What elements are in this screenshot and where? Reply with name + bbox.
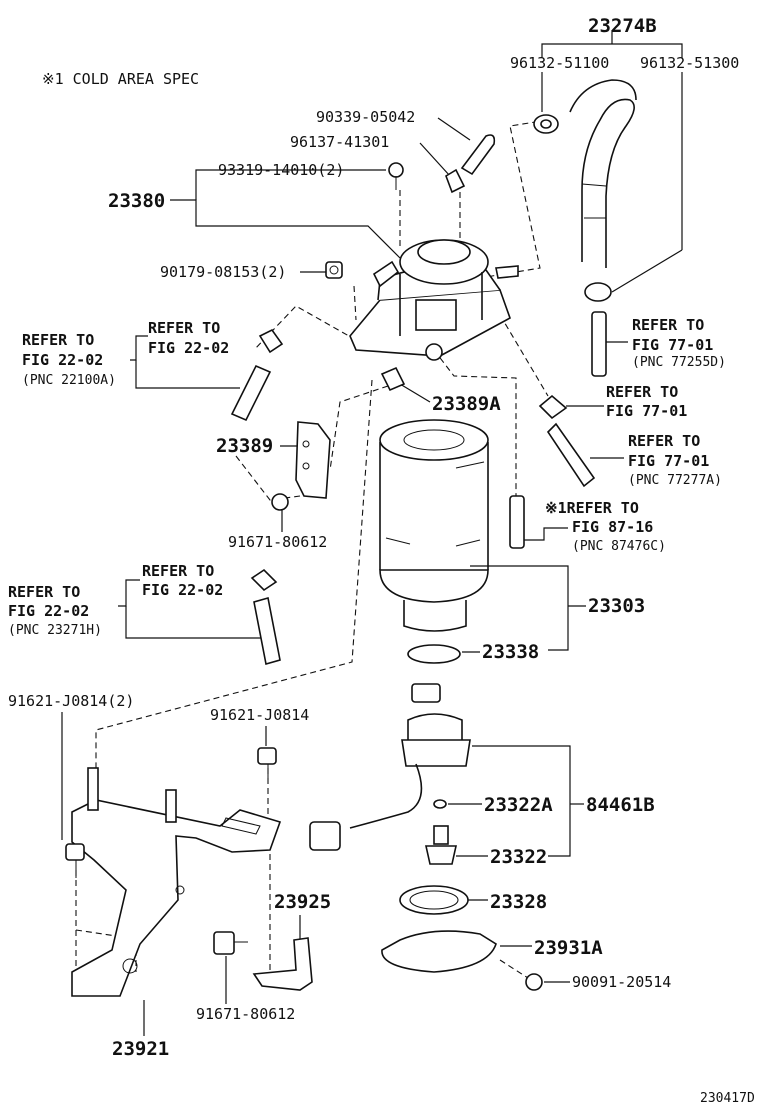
gasket-23328[interactable] bbox=[399, 885, 469, 915]
label-96132-51300[interactable]: 96132-51300 bbox=[640, 54, 739, 72]
label-23925[interactable]: 23925 bbox=[274, 891, 331, 913]
bolt-91671-80612-upper[interactable] bbox=[271, 493, 289, 511]
screw-93319-14010[interactable] bbox=[388, 162, 404, 190]
ref3-line3: (PNC 77255D) bbox=[632, 355, 726, 370]
nut-90179-08153[interactable] bbox=[325, 261, 343, 279]
screw-90091-20514[interactable] bbox=[525, 973, 543, 991]
label-90339-05042[interactable]: 90339-05042 bbox=[316, 108, 415, 126]
label-91671-80612-lower[interactable]: 91671-80612 bbox=[196, 1005, 295, 1023]
label-23389[interactable]: 23389 bbox=[216, 435, 273, 457]
hose-23274B[interactable] bbox=[569, 79, 637, 268]
ref4-line2: FIG 77-01 bbox=[606, 402, 687, 420]
ref7-line2: FIG 22-02 bbox=[142, 581, 223, 599]
ref6-line3: (PNC 87476C) bbox=[572, 539, 666, 554]
hose-77277A bbox=[546, 422, 596, 488]
hose-77255D bbox=[591, 311, 607, 377]
ref3-line2: FIG 77-01 bbox=[632, 336, 713, 354]
label-23389A[interactable]: 23389A bbox=[432, 393, 501, 415]
label-23931A[interactable]: 23931A bbox=[534, 937, 603, 959]
clip-23389A[interactable] bbox=[380, 366, 406, 392]
label-23274B[interactable]: 23274B bbox=[588, 15, 657, 37]
hose-22100A bbox=[230, 364, 272, 422]
label-23322A[interactable]: 23322A bbox=[484, 794, 553, 816]
ref5-line3: (PNC 77277A) bbox=[628, 473, 722, 488]
label-91671-80612-upper[interactable]: 91671-80612 bbox=[228, 533, 327, 551]
switch-23322[interactable] bbox=[425, 825, 457, 865]
clip-96137-41301[interactable] bbox=[445, 168, 466, 194]
ref8-line1: REFER TO bbox=[8, 583, 80, 601]
label-23380[interactable]: 23380 bbox=[108, 190, 165, 212]
bolt-91671-80612-lower[interactable] bbox=[213, 931, 248, 955]
cap-90339-05042[interactable] bbox=[460, 134, 496, 176]
label-90179-08153[interactable]: 90179-08153(2) bbox=[160, 263, 286, 281]
ref2-line2: FIG 22-02 bbox=[148, 339, 229, 357]
ref2-line1: REFER TO bbox=[148, 319, 220, 337]
filter-head-23380[interactable] bbox=[349, 239, 519, 361]
ref4-line1: REFER TO bbox=[606, 383, 678, 401]
bracket-23921[interactable] bbox=[71, 767, 282, 997]
cold-area-note: ※1 COLD AREA SPEC bbox=[42, 70, 199, 88]
label-23328[interactable]: 23328 bbox=[490, 891, 547, 913]
ref8-line2: FIG 22-02 bbox=[8, 602, 89, 620]
ref1-line2: FIG 22-02 bbox=[22, 351, 103, 369]
label-91621-J0814[interactable]: 91621-J0814 bbox=[210, 706, 309, 724]
label-23338[interactable]: 23338 bbox=[482, 641, 539, 663]
ref6-line2: FIG 87-16 bbox=[572, 518, 653, 536]
clamp-96132-51100[interactable] bbox=[533, 114, 559, 134]
hose-23271H bbox=[253, 596, 281, 666]
o-ring-23322A[interactable] bbox=[433, 799, 447, 809]
label-23921[interactable]: 23921 bbox=[112, 1038, 169, 1060]
connector-ref-77-01 bbox=[538, 394, 568, 420]
ref5-line2: FIG 77-01 bbox=[628, 452, 709, 470]
bracket-23925[interactable] bbox=[252, 937, 313, 991]
ref8-line3: (PNC 23271H) bbox=[8, 623, 102, 638]
ref1-line3: (PNC 22100A) bbox=[22, 373, 116, 388]
ref5-line1: REFER TO bbox=[628, 432, 700, 450]
label-23303[interactable]: 23303 bbox=[588, 595, 645, 617]
ref6-line1: ※1REFER TO bbox=[545, 499, 639, 517]
bolt-91621-J0814-right[interactable] bbox=[257, 747, 277, 782]
ref1-line1: REFER TO bbox=[22, 331, 94, 349]
fuel-filter-23303[interactable] bbox=[379, 419, 489, 632]
label-96132-51100[interactable]: 96132-51100 bbox=[510, 54, 609, 72]
bolt-91621-J0814-left[interactable] bbox=[65, 843, 85, 878]
connector-ref-22-02-lower bbox=[250, 568, 278, 592]
ref7-line1: REFER TO bbox=[142, 562, 214, 580]
bracket-23389[interactable] bbox=[295, 421, 331, 499]
label-23322[interactable]: 23322 bbox=[490, 846, 547, 868]
label-84461B[interactable]: 84461B bbox=[586, 794, 655, 816]
o-ring-23338[interactable] bbox=[407, 644, 461, 664]
figure-id: 230417D bbox=[700, 1091, 755, 1106]
retainer-23931A[interactable] bbox=[381, 930, 497, 973]
clamp-96132-51300[interactable] bbox=[584, 282, 612, 302]
ref3-line1: REFER TO bbox=[632, 316, 704, 334]
leader-lines bbox=[61, 30, 683, 1036]
hose-87476C bbox=[509, 495, 525, 549]
label-91621-J0814-2[interactable]: 91621-J0814(2) bbox=[8, 692, 134, 710]
label-90091-20514[interactable]: 90091-20514 bbox=[572, 973, 671, 991]
connector-ref-22-02-upper bbox=[258, 328, 284, 354]
label-96137-41301[interactable]: 96137-41301 bbox=[290, 133, 389, 151]
sensor-84461B[interactable] bbox=[309, 683, 471, 851]
